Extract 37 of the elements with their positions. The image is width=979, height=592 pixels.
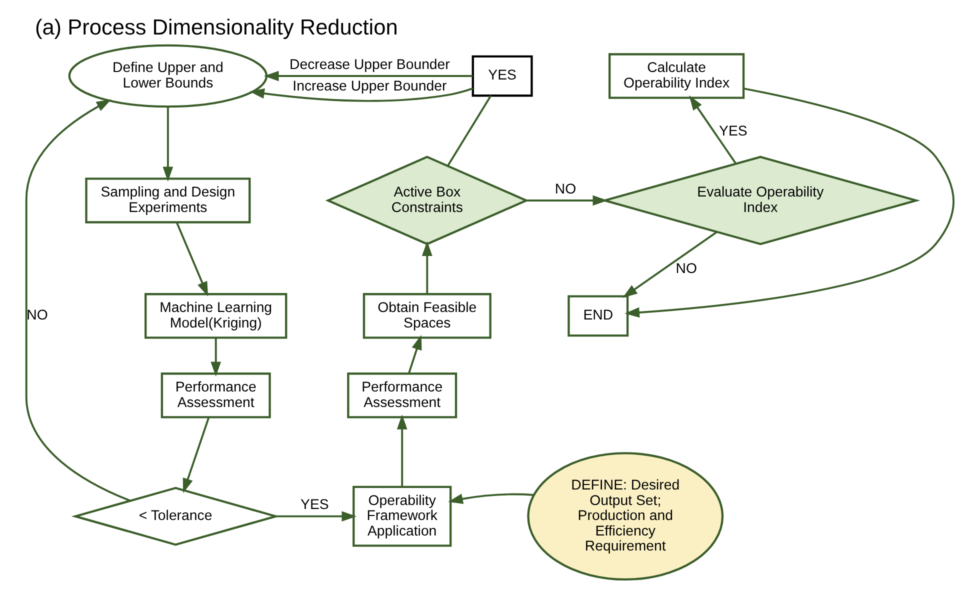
edge-label: YES bbox=[300, 496, 328, 512]
node-ellipse: DEFINE: Desired Output Set; Production and Efficiency Requirement bbox=[526, 452, 724, 581]
node-box: Obtain Feasible Spaces bbox=[362, 293, 491, 339]
edge-label: NO bbox=[675, 260, 696, 276]
node-box: END bbox=[567, 295, 628, 337]
node-box: Performance Assessment bbox=[160, 372, 270, 418]
arrow bbox=[182, 417, 210, 494]
node-ellipse: Define Upper and Lower Bounds bbox=[68, 44, 268, 108]
arrow bbox=[622, 231, 717, 298]
edge-label: YES bbox=[718, 122, 747, 139]
node-box: Machine Learning Model(Kriging) bbox=[144, 293, 287, 339]
arrow bbox=[526, 195, 608, 206]
arrow bbox=[407, 334, 422, 374]
node-box: YES bbox=[471, 55, 532, 97]
arrow bbox=[162, 107, 173, 182]
arrow bbox=[263, 70, 472, 82]
arrow bbox=[275, 511, 356, 522]
node-box: Operability Framework Application bbox=[352, 486, 452, 547]
arrow bbox=[448, 493, 534, 504]
arrow bbox=[249, 88, 473, 102]
arrow bbox=[421, 241, 432, 294]
node-box: Calculate Operability Index bbox=[608, 53, 744, 99]
arrow bbox=[688, 95, 736, 164]
node-box: Performance Assessment bbox=[346, 372, 457, 418]
node-diamond: Active Box Constraints bbox=[324, 156, 528, 246]
connector bbox=[446, 95, 492, 166]
edge-label: NO bbox=[26, 306, 48, 323]
edge-label: Increase Upper Bounder bbox=[292, 78, 446, 94]
arrow bbox=[24, 99, 130, 502]
diagram-title: (a) Process Dimensionality Reduction bbox=[34, 14, 398, 40]
node-box: Sampling and Design Experiments bbox=[84, 178, 250, 224]
arrow bbox=[210, 338, 221, 377]
arrow bbox=[624, 88, 954, 318]
arrow bbox=[396, 414, 407, 486]
edge-label: Decrease Upper Bounder bbox=[289, 56, 450, 72]
arrow bbox=[175, 222, 208, 297]
edge-label: NO bbox=[554, 180, 576, 196]
